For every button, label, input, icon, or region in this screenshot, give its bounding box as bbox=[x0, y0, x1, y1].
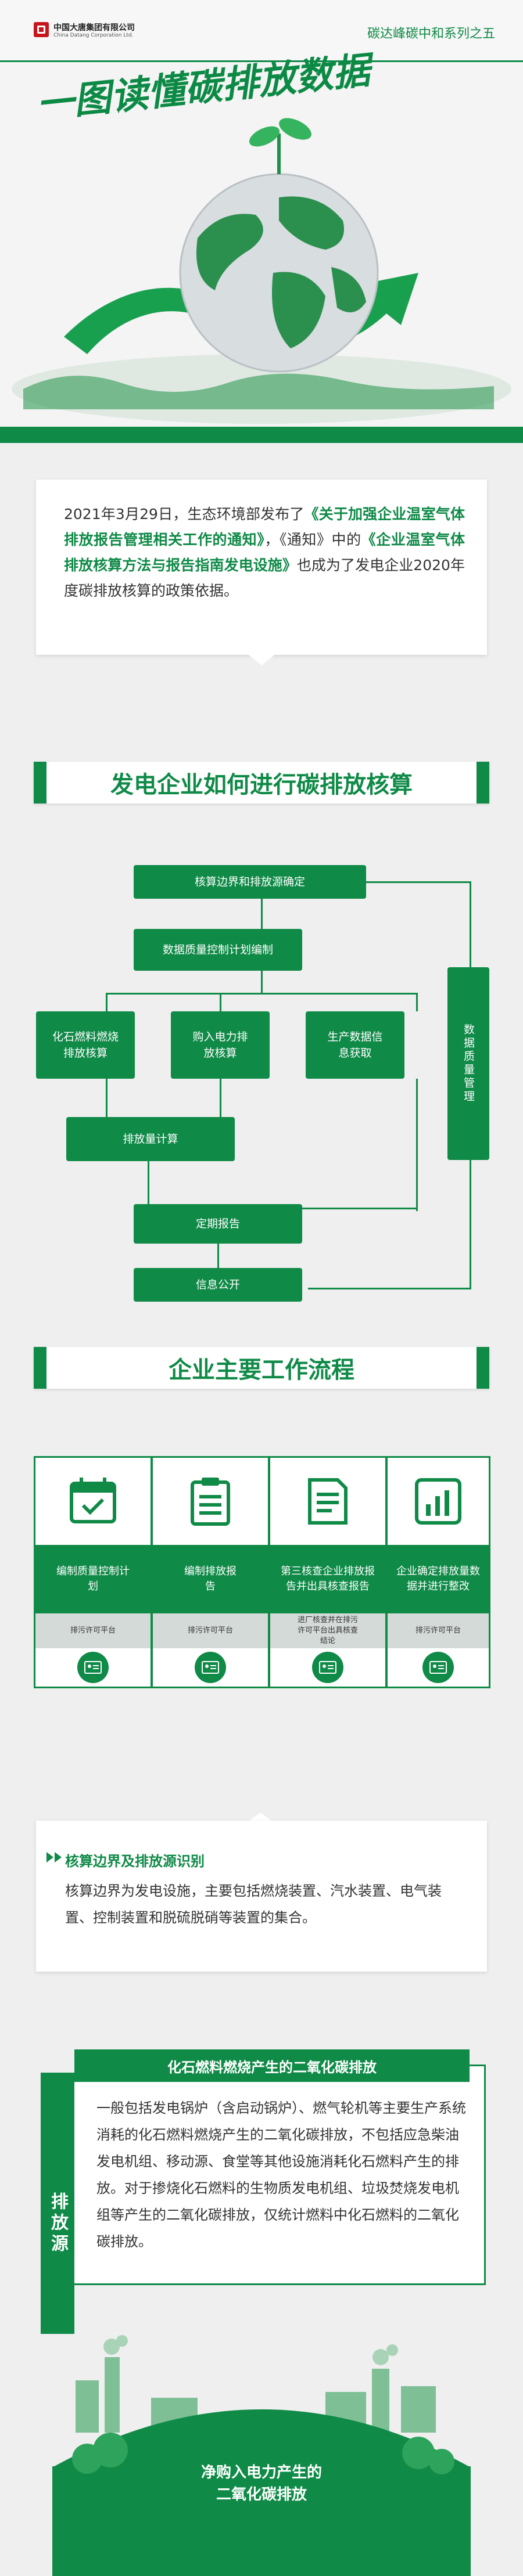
flow-step-fossil-fuel: 化石燃料燃烧排放核算 bbox=[36, 1011, 135, 1079]
process-platform: 排污许可平台 bbox=[35, 1613, 151, 1648]
intro-card: 2021年3月29日，生态环境部发布了《关于加强企业温室气体排放报告管理相关工作… bbox=[36, 480, 487, 655]
process-platform: 进厂核查并在排污许可平台出具核查结论 bbox=[270, 1613, 385, 1648]
identification-card: 核算边界及排放源识别 核算边界为发电设施，主要包括燃烧装置、汽水装置、电气装置、… bbox=[36, 1821, 487, 1972]
process-icon-area bbox=[270, 1458, 385, 1545]
section-banner-accounting: 发电企业如何进行碳排放核算 bbox=[34, 762, 489, 804]
process-bottom bbox=[388, 1648, 489, 1687]
connector bbox=[470, 881, 471, 967]
document-icon bbox=[308, 1478, 348, 1525]
connector bbox=[106, 993, 108, 1011]
process-card: 第三核查企业排放报告并出具核查报告 进厂核查并在排污许可平台出具核查结论 bbox=[268, 1456, 387, 1688]
process-platform: 排污许可平台 bbox=[388, 1613, 489, 1648]
bar-chart-icon bbox=[415, 1478, 461, 1525]
purchased-power-line-2: 二氧化碳排放 bbox=[216, 2486, 307, 2503]
intro-text-3: 也成为了发电企业2020年度碳排放核算的政策依据。 bbox=[64, 557, 465, 599]
connector bbox=[416, 1079, 418, 1211]
connector bbox=[220, 993, 221, 1011]
connector bbox=[261, 971, 263, 994]
section-title-workflow: 企业主要工作流程 bbox=[169, 1357, 354, 1384]
purchased-power-line-1: 净购入电力产生的 bbox=[200, 2464, 322, 2481]
intro-text-2: ，《通知》中的 bbox=[264, 531, 361, 548]
header-divider bbox=[0, 60, 523, 62]
process-bottom bbox=[35, 1648, 151, 1687]
process-bottom bbox=[270, 1648, 385, 1687]
section-banner-workflow: 企业主要工作流程 bbox=[34, 1347, 489, 1389]
connector bbox=[470, 1160, 471, 1289]
identification-title: 核算边界及排放源识别 bbox=[65, 1853, 205, 1869]
banner-right-bar bbox=[477, 1347, 489, 1389]
connector bbox=[261, 899, 263, 929]
identification-text: 核算边界为发电设施，主要包括燃烧装置、汽水装置、电气装置、控制装置和脱硫脱硝等装… bbox=[65, 1883, 442, 1926]
flow-step-disclosure: 信息公开 bbox=[134, 1268, 302, 1302]
guideline-title-link: 《企业温室气体排放核算方法与报告指南发电设施》 bbox=[64, 531, 465, 574]
process-arrow-icon bbox=[260, 1572, 268, 1586]
connector bbox=[106, 1079, 108, 1117]
intro-text-1: 2021年3月29日，生态环境部发布了 bbox=[64, 506, 305, 523]
flow-step-emission-calc: 排放量计算 bbox=[66, 1117, 235, 1161]
id-card-icon bbox=[422, 1652, 454, 1683]
banner-left-bar bbox=[34, 1347, 46, 1389]
section-title-accounting: 发电企业如何进行碳排放核算 bbox=[110, 772, 413, 798]
process-icon-area bbox=[388, 1458, 489, 1545]
process-card: 编制质量控制计划 排污许可平台 bbox=[34, 1456, 152, 1688]
fossil-fuel-text: 一般包括发电锅炉（含启动锅炉）、燃气轮机等主要生产系统消耗的化石燃料燃烧产生的二… bbox=[96, 2100, 466, 2250]
flow-step-purchased-power: 购入电力排放核算 bbox=[171, 1011, 270, 1079]
connector bbox=[217, 1244, 219, 1268]
double-arrow-icon bbox=[46, 1852, 62, 1862]
id-card-icon bbox=[195, 1652, 226, 1683]
flow-step-quality-plan: 数据质量控制计划编制 bbox=[134, 929, 302, 971]
process-label: 第三核查企业排放报告并出具核查报告 bbox=[270, 1545, 385, 1613]
clipboard-icon bbox=[191, 1478, 230, 1526]
connector bbox=[106, 993, 417, 995]
page-header bbox=[0, 0, 523, 64]
industrial-city-illustration bbox=[0, 2334, 523, 2576]
process-label: 企业确定排放量数据并进行整改 bbox=[388, 1545, 489, 1613]
connector bbox=[220, 1079, 221, 1117]
flow-step-boundary: 核算边界和排放源确定 bbox=[134, 865, 366, 899]
process-arrow-icon bbox=[143, 1572, 151, 1586]
flow-step-periodic-report: 定期报告 bbox=[134, 1204, 302, 1244]
process-label: 编制质量控制计划 bbox=[35, 1545, 151, 1613]
connector bbox=[148, 1161, 149, 1209]
intro-notch bbox=[243, 650, 280, 665]
process-card: 编制排放报告 排污许可平台 bbox=[151, 1456, 270, 1688]
series-title: 碳达峰碳中和系列之五 bbox=[367, 27, 495, 41]
hero-banner bbox=[0, 64, 523, 441]
connector bbox=[366, 881, 471, 883]
connector bbox=[416, 993, 418, 1011]
process-platform: 排污许可平台 bbox=[153, 1613, 268, 1648]
intro-paragraph: 2021年3月29日，生态环境部发布了《关于加强企业温室气体排放报告管理相关工作… bbox=[64, 502, 465, 604]
company-logo-icon bbox=[34, 22, 49, 37]
id-card-icon bbox=[77, 1652, 109, 1683]
company-name-en: China Datang Corporation Ltd. bbox=[53, 33, 134, 38]
emission-source-label: 排放源 bbox=[41, 2073, 74, 2375]
process-card: 企业确定排放量数据并进行整改 排污许可平台 bbox=[386, 1456, 490, 1688]
hero-bottom-bar bbox=[0, 427, 523, 443]
process-icon-area bbox=[35, 1458, 151, 1545]
company-name-cn: 中国大唐集团有限公司 bbox=[53, 23, 135, 33]
process-arrow-icon bbox=[378, 1572, 386, 1586]
banner-left-bar bbox=[34, 762, 46, 804]
notice-title-link: 《关于加强企业温室气体排放报告管理相关工作的通知》 bbox=[64, 506, 465, 548]
process-label: 编制排放报告 bbox=[153, 1545, 268, 1613]
banner-right-bar bbox=[477, 762, 489, 804]
globe-illustration bbox=[12, 118, 511, 424]
flow-side-data-quality: 数据质量管理 bbox=[447, 967, 489, 1160]
process-icon-area bbox=[153, 1458, 268, 1545]
id-card-icon bbox=[312, 1652, 343, 1683]
purchased-power-emission-title: 净购入电力产生的 二氧化碳排放 bbox=[174, 2462, 349, 2506]
connector bbox=[302, 1208, 417, 1209]
flow-step-production-data: 生产数据信息获取 bbox=[306, 1011, 404, 1079]
calendar-check-icon bbox=[70, 1478, 116, 1523]
process-bottom bbox=[153, 1648, 268, 1687]
connector bbox=[308, 1288, 471, 1289]
fossil-fuel-heading: 化石燃料燃烧产生的二氧化碳排放 bbox=[74, 2049, 470, 2082]
